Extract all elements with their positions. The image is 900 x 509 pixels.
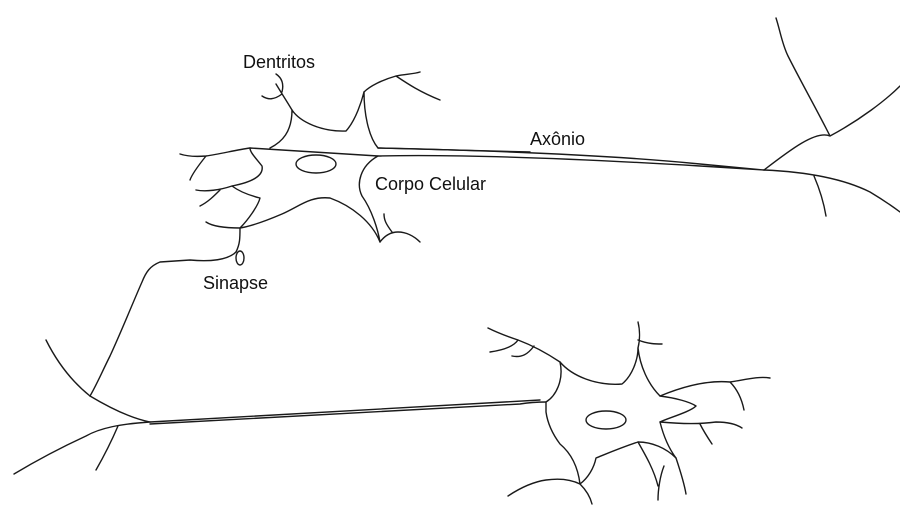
lower-dendrite-top: [638, 322, 662, 348]
lower-neuron: [14, 322, 770, 504]
upper-soma-outline: [232, 92, 530, 242]
lower-nucleus: [586, 411, 626, 429]
upper-dendrite-bottomright: [380, 214, 420, 242]
upper-nucleus: [296, 155, 336, 173]
upper-neuron: [90, 18, 900, 396]
lower-dendrite-bottomleft: [508, 479, 592, 504]
label-dendrites: Dentritos: [243, 53, 315, 71]
upper-dendrite-topright: [364, 72, 440, 100]
synapse-bulb: [236, 251, 244, 265]
label-axon: Axônio: [530, 130, 585, 148]
upper-dendrite-top: [262, 74, 292, 110]
lower-axon-terminal-left: [14, 340, 150, 474]
upper-dendrite-leftlow: [196, 186, 232, 206]
lower-axon: [90, 396, 546, 424]
label-synapse: Sinapse: [203, 274, 268, 292]
label-cell-body: Corpo Celular: [375, 175, 486, 193]
upper-dendrite-left: [180, 148, 250, 180]
lower-dendrite-rightlow: [660, 422, 742, 444]
upper-axon-terminal-up: [764, 18, 900, 170]
lower-soma-outline: [546, 348, 696, 484]
upper-dendrite-bottomleft: [206, 222, 240, 252]
upper-axon: [378, 148, 764, 170]
upper-axon-terminal-down: [764, 170, 900, 216]
lower-dendrite-topleft: [488, 328, 560, 362]
lower-dendrite-right: [660, 377, 770, 410]
lower-dendrite-bottom: [638, 442, 686, 500]
